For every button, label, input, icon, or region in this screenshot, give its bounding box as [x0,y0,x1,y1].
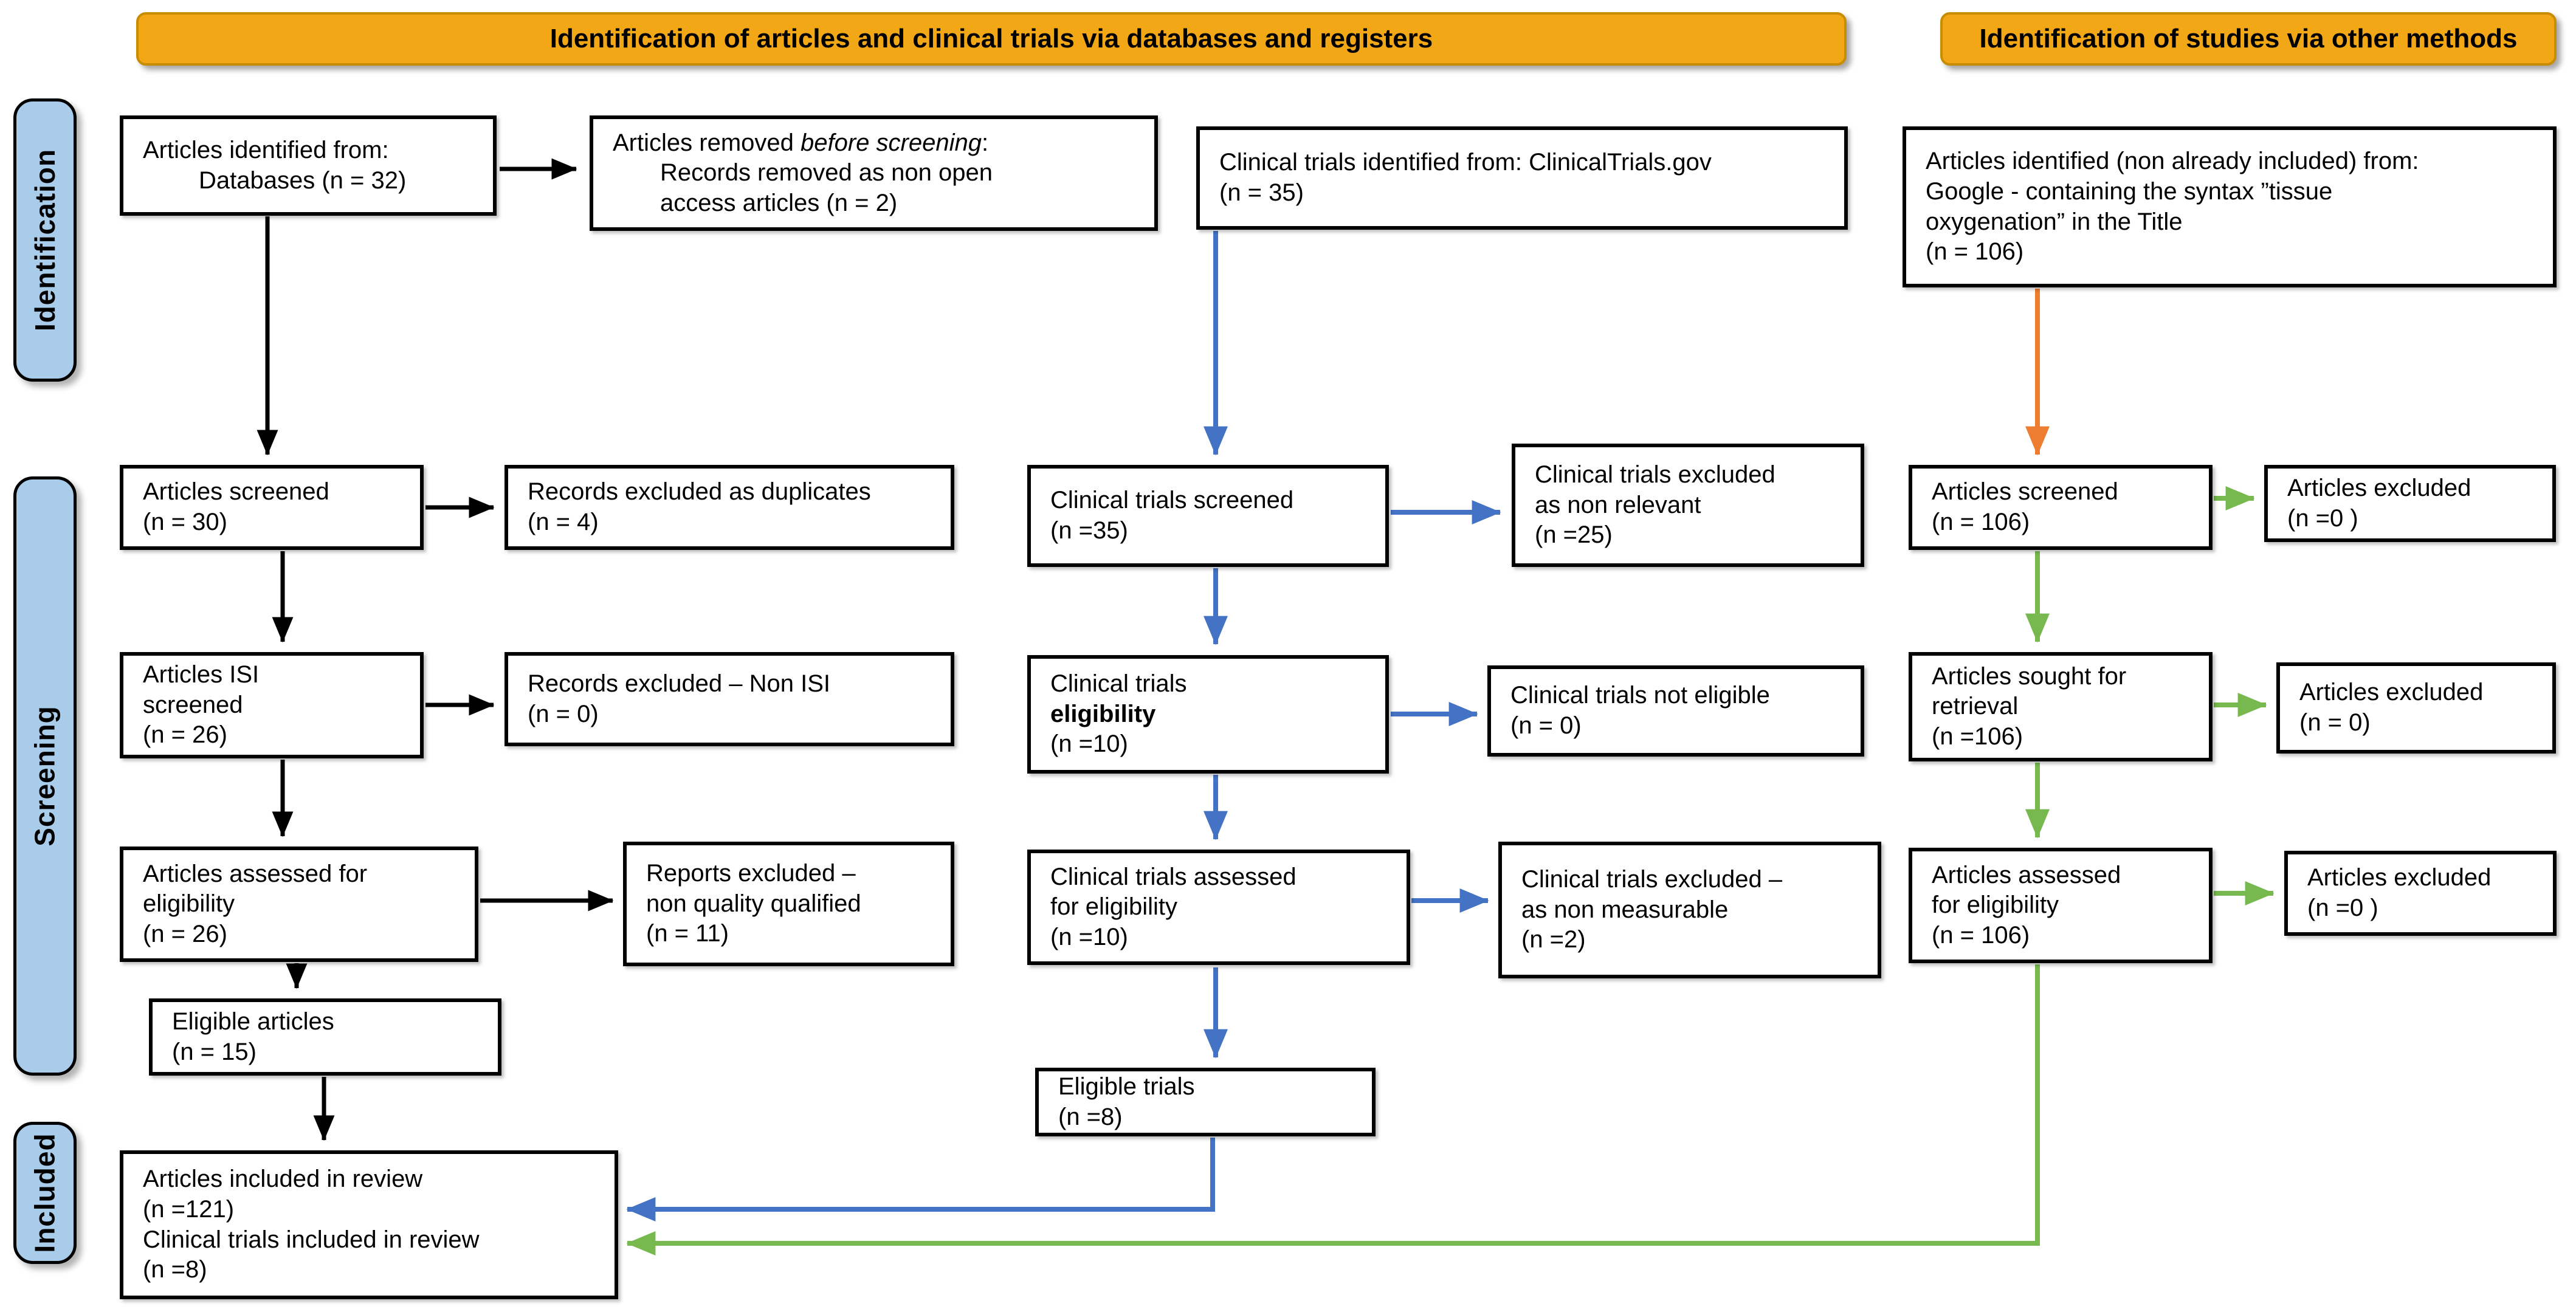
phase-included: Included [13,1122,77,1264]
box-text: Clinical trials identified from: Clinica… [1219,149,1712,206]
banner-databases-registers: Identification of articles and clinical … [136,12,1847,66]
box-trials-excluded-non-relevant: Clinical trials excluded as non relevant… [1512,444,1864,567]
banner-other-methods: Identification of studies via other meth… [1940,12,2557,66]
box-text: Articles excluded (n = 0) [2299,679,2484,736]
box-text: access articles (n = 2) [660,189,898,216]
box-articles-identified-databases: Articles identified from: Databases (n =… [120,115,497,216]
phase-screening: Screening [13,476,77,1076]
box-text: Articles excluded (n =0 ) [2307,864,2492,921]
box-text: Clinical trials excluded – as non measur… [1521,866,1783,953]
box-text: Articles included in review (n =121) Cli… [143,1166,480,1283]
box-records-excluded-duplicates: Records excluded as duplicates (n = 4) [505,465,954,550]
box-included-in-review: Articles included in review (n =121) Cli… [120,1150,618,1299]
box-google-excluded-retrieval: Articles excluded (n = 0) [2276,662,2556,754]
box-eligible-trials: Eligible trials (n =8) [1035,1068,1376,1136]
box-records-excluded-non-isi: Records excluded – Non ISI (n = 0) [505,652,954,746]
box-trials-screened: Clinical trials screened (n =35) [1027,465,1389,567]
box-text: Clinical trials [1050,670,1187,698]
box-google-excluded-assessed: Articles excluded (n =0 ) [2284,851,2557,936]
phase-screening-label: Screening [29,706,61,847]
black-arrows [257,158,614,1141]
box-text: Eligible articles (n = 15) [172,1008,334,1065]
box-text: Articles screened (n = 30) [143,478,329,535]
phase-identification: Identification [13,98,77,382]
box-text: Databases (n = 32) [199,167,407,194]
box-reports-excluded-quality: Reports excluded – non quality qualified… [623,842,954,966]
phase-included-label: Included [29,1133,61,1253]
box-text: Clinical trials not eligible (n = 0) [1510,682,1770,739]
box-trials-eligibility: Clinical trials eligibility (n =10) [1027,655,1389,774]
box-google-assessed: Articles assessed for eligibility (n = 1… [1909,848,2213,963]
box-text: (n =10) [1050,730,1128,758]
arrow-google-assessed-to-included [626,964,2040,1255]
box-text: Articles excluded (n =0 ) [2287,474,2471,532]
arrow-eligible-trials-to-included [626,1138,1215,1221]
box-text: Records removed as non open [660,159,993,187]
box-text: Articles ISI screened (n = 26) [143,661,260,749]
box-text: Records excluded as duplicates (n = 4) [528,478,871,535]
box-text: Articles assessed for eligibility (n = 1… [1932,861,2121,949]
box-text: Articles sought for retrieval (n =106) [1932,662,2127,750]
box-text: Reports excluded – non quality qualified… [646,860,861,947]
green-arrows [626,486,2275,1255]
box-articles-removed-before-screening: Articles removed before screening: Recor… [590,115,1158,231]
box-trials-not-eligible: Clinical trials not eligible (n = 0) [1487,665,1864,757]
blue-arrows [626,231,1501,1221]
box-articles-assessed-eligibility: Articles assessed for eligibility (n = 2… [120,847,478,962]
box-articles-screened: Articles screened (n = 30) [120,465,424,550]
box-eligible-articles: Eligible articles (n = 15) [149,998,501,1076]
box-text: eligibility [1050,700,1156,727]
phase-identification-label: Identification [29,148,61,332]
box-text: Articles identified from: [143,136,389,163]
box-text: Eligible trials (n =8) [1058,1073,1195,1130]
box-text: Articles removed before screening: [613,129,989,156]
box-trials-assessed: Clinical trials assessed for eligibility… [1027,850,1410,965]
box-text: Articles assessed for eligibility (n = 2… [143,860,368,947]
box-text: Clinical trials excluded as non relevant… [1535,461,1775,549]
box-trials-identified: Clinical trials identified from: Clinica… [1196,126,1848,230]
box-google-excluded-screening: Articles excluded (n =0 ) [2264,465,2556,542]
box-trials-excluded-non-measurable: Clinical trials excluded – as non measur… [1498,842,1881,978]
box-google-sought-retrieval: Articles sought for retrieval (n =106) [1909,652,2213,761]
box-google-screened: Articles screened (n = 106) [1909,465,2213,550]
box-articles-isi-screened: Articles ISI screened (n = 26) [120,652,424,758]
box-text: Records excluded – Non ISI (n = 0) [528,670,831,727]
box-google-identified: Articles identified (non already include… [1903,126,2557,287]
box-text: Clinical trials assessed for eligibility… [1050,863,1297,950]
box-text: Articles screened (n = 106) [1932,478,2118,535]
box-text: Clinical trials screened (n =35) [1050,487,1294,544]
box-text: Articles identified (non already include… [1926,148,2419,266]
